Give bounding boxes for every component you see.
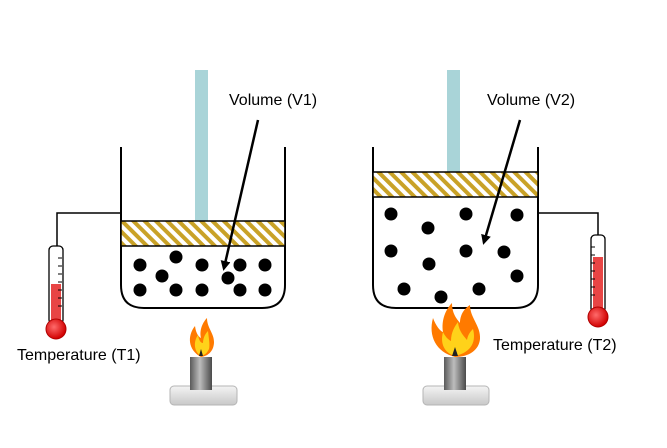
left-volume-label: Volume (V1) bbox=[229, 92, 318, 109]
right-thermometer-wire bbox=[538, 212, 599, 236]
right-container bbox=[372, 147, 539, 309]
left-piston bbox=[120, 220, 286, 247]
left-gas-particles bbox=[133, 250, 272, 297]
left-piston-rod bbox=[195, 70, 208, 222]
gas-particle bbox=[397, 282, 411, 296]
gas-particle bbox=[497, 245, 511, 259]
right-bunsen-burner bbox=[422, 357, 490, 406]
left-setup bbox=[45, 70, 286, 406]
right-temperature-label: Temperature (T2) bbox=[493, 337, 617, 354]
right-thermometer bbox=[587, 234, 609, 328]
right-flame-large bbox=[431, 303, 481, 357]
gas-particle bbox=[195, 258, 209, 272]
left-thermometer-wire bbox=[56, 212, 121, 246]
right-piston bbox=[372, 171, 539, 198]
left-volume-arrow bbox=[220, 119, 260, 271]
gas-particle bbox=[133, 283, 147, 297]
gas-particle bbox=[169, 283, 183, 297]
right-gas-particles bbox=[384, 207, 524, 304]
left-thermometer-bulb bbox=[45, 318, 67, 340]
left-container bbox=[120, 147, 286, 309]
gas-particle bbox=[258, 258, 272, 272]
gas-particle bbox=[169, 250, 183, 264]
gas-particle bbox=[233, 283, 247, 297]
right-volume-label: Volume (V2) bbox=[487, 92, 576, 109]
right-piston-rod bbox=[447, 70, 460, 173]
gas-particle bbox=[221, 271, 235, 285]
left-temperature-label: Temperature (T1) bbox=[17, 347, 141, 364]
gas-particle bbox=[510, 208, 524, 222]
left-thermometer bbox=[45, 245, 67, 340]
gas-particle bbox=[384, 244, 398, 258]
left-bunsen-burner bbox=[169, 357, 238, 406]
right-thermometer-bulb bbox=[587, 306, 609, 328]
gas-particle bbox=[472, 282, 486, 296]
gas-particle bbox=[422, 257, 436, 271]
gas-particle bbox=[233, 258, 247, 272]
gas-particle bbox=[421, 221, 435, 235]
gas-particle bbox=[459, 244, 473, 258]
left-flame-small bbox=[189, 318, 214, 357]
right-volume-arrow bbox=[481, 119, 522, 245]
gas-particle bbox=[384, 207, 398, 221]
gas-particle bbox=[434, 290, 448, 304]
gas-particle bbox=[510, 269, 524, 283]
gas-particle bbox=[258, 283, 272, 297]
right-setup bbox=[372, 70, 609, 406]
gas-particle bbox=[155, 269, 169, 283]
gas-particle bbox=[133, 258, 147, 272]
gas-particle bbox=[459, 207, 473, 221]
gas-particle bbox=[195, 283, 209, 297]
